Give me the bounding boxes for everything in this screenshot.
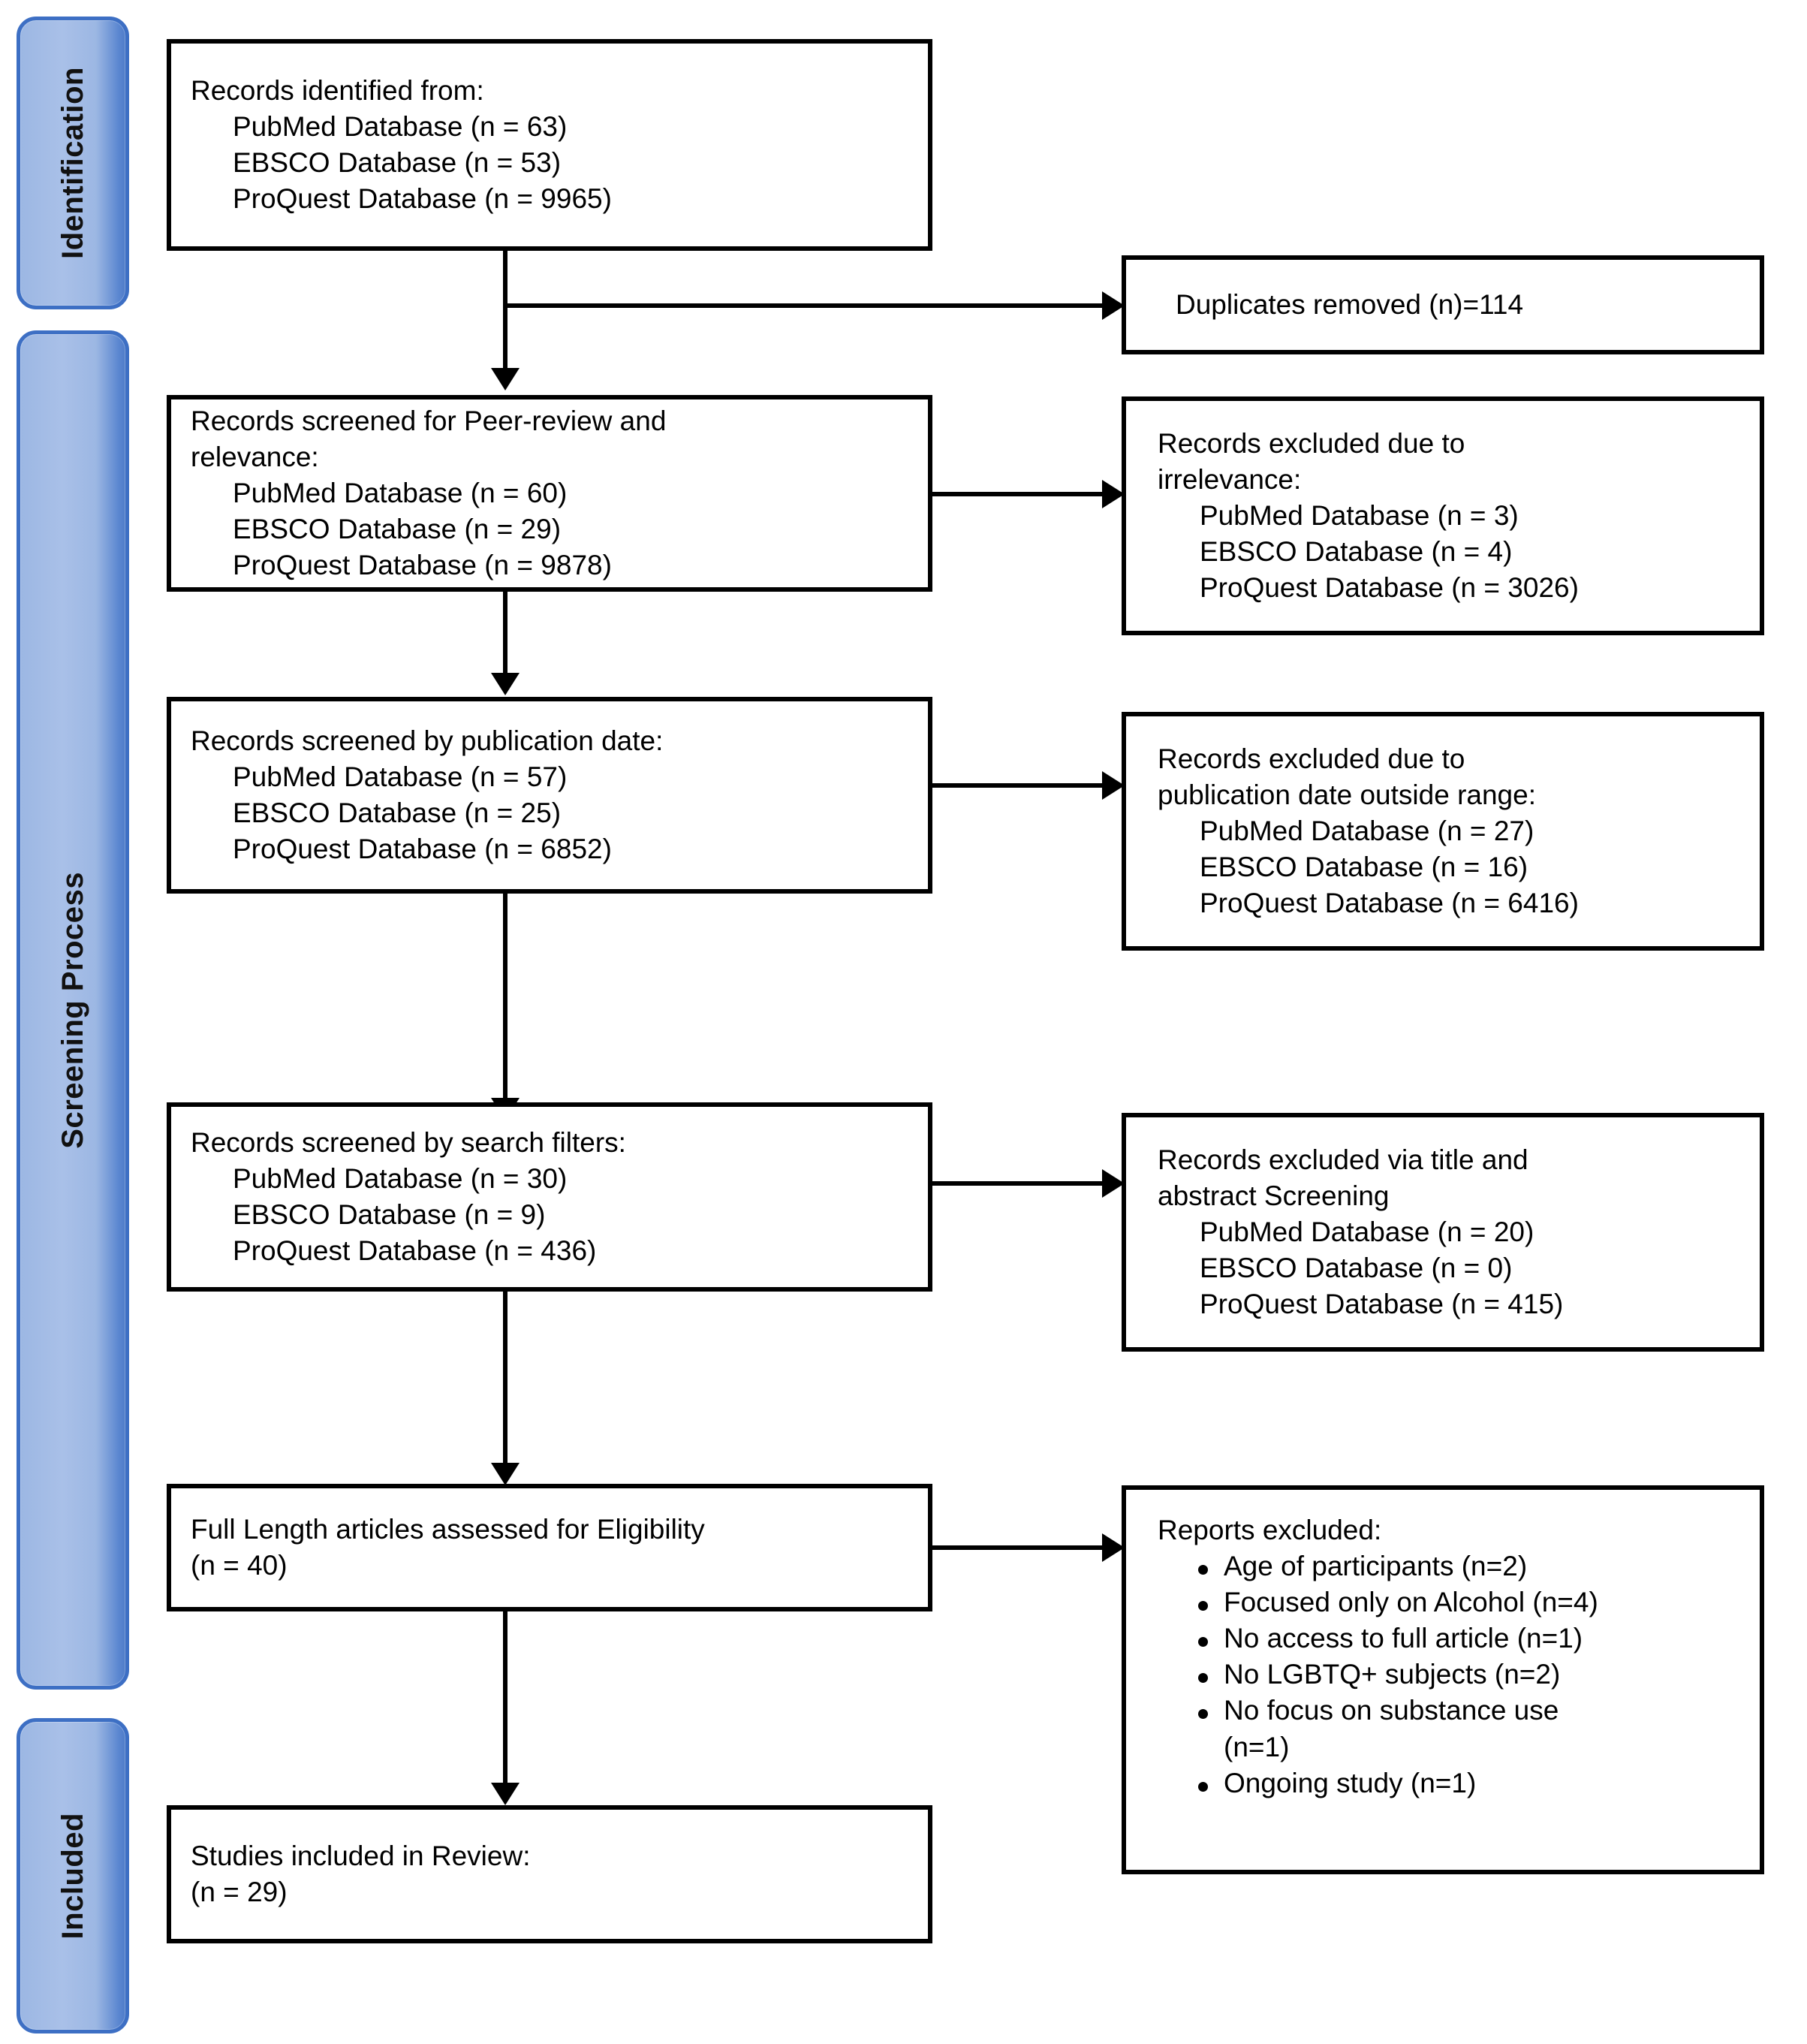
list-item: Focused only on Alcohol (n=4) (1194, 1584, 1740, 1620)
box-excluded-title-abstract: Records excluded via title and abstract … (1122, 1113, 1764, 1352)
connector-eligibility-to-reports-line (932, 1545, 1102, 1550)
box-excluded-title-abstract-line-2: ProQuest Database (n = 415) (1200, 1289, 1564, 1320)
box-excluded-publication-date: Records excluded due to publication date… (1122, 712, 1764, 951)
box-excluded-publication-date-title: Records excluded due to publication date… (1158, 743, 1536, 810)
connector-eligibility-to-included-vertical (503, 1611, 507, 1786)
box-screened-peer-review-line-1: EBSCO Database (n = 29) (233, 514, 562, 545)
connector-peer-to-irrelevance-arrow (1102, 480, 1125, 508)
connector-identified-to-screened-arrow (491, 368, 520, 390)
box-screened-search-filters-line-1: EBSCO Database (n = 9) (233, 1199, 546, 1230)
list-item: No LGBTQ+ subjects (n=2) (1194, 1657, 1740, 1693)
connector-peer-to-pubdate-arrow (491, 673, 520, 695)
list-item: No access to full article (n=1) (1194, 1620, 1740, 1657)
box-excluded-irrelevance-line-0: PubMed Database (n = 3) (1200, 499, 1519, 531)
box-excluded-title-abstract-line-1: EBSCO Database (n = 0) (1200, 1253, 1513, 1284)
box-reports-excluded: Reports excluded: Age of participants (n… (1122, 1485, 1764, 1874)
connector-pubdate-to-filters-vertical (503, 894, 507, 1101)
box-excluded-title-abstract-line-0: PubMed Database (n = 20) (1200, 1216, 1534, 1247)
box-screened-search-filters-title: Records screened by search filters: (191, 1126, 626, 1158)
list-item: Age of participants (n=2) (1194, 1548, 1740, 1584)
stage-label-included: Included (56, 1812, 89, 1940)
box-full-length-articles-title: Full Length articles assessed for Eligib… (191, 1513, 705, 1581)
box-excluded-publication-date-line-2: ProQuest Database (n = 6416) (1200, 888, 1579, 919)
connector-filters-to-eligibility-arrow (491, 1463, 520, 1485)
connector-pubdate-to-excluded-line (932, 783, 1102, 788)
connector-eligibility-to-included-arrow (491, 1783, 520, 1805)
box-screened-publication-date-title: Records screened by publication date: (191, 725, 664, 756)
connector-identified-to-duplicates-horizontal (503, 303, 1102, 308)
box-records-identified-title: Records identified from: (191, 74, 484, 106)
box-excluded-publication-date-line-0: PubMed Database (n = 27) (1200, 815, 1534, 846)
box-excluded-publication-date-line-1: EBSCO Database (n = 16) (1200, 852, 1528, 883)
box-screened-peer-review-line-2: ProQuest Database (n = 9878) (233, 550, 612, 581)
box-screened-publication-date-line-0: PubMed Database (n = 57) (233, 761, 568, 792)
box-excluded-irrelevance-line-1: EBSCO Database (n = 4) (1200, 536, 1513, 568)
stage-bar-screening: Screening Process (17, 330, 129, 1690)
box-excluded-irrelevance-title: Records excluded due to irrelevance: (1158, 427, 1465, 495)
box-records-identified-line-1: EBSCO Database (n = 53) (233, 147, 562, 178)
box-screened-peer-review-line-0: PubMed Database (n = 60) (233, 477, 568, 508)
box-excluded-title-abstract-title: Records excluded via title and abstract … (1158, 1144, 1528, 1211)
stage-bar-included: Included (17, 1718, 129, 2033)
box-screened-peer-review: Records screened for Peer-review and rel… (167, 395, 932, 592)
list-item: Ongoing study (n=1) (1194, 1765, 1740, 1801)
box-duplicates-removed-title: Duplicates removed (n)=114 (1176, 288, 1524, 320)
box-screened-peer-review-title: Records screened for Peer-review and rel… (191, 405, 667, 472)
box-studies-included-title: Studies included in Review: (n = 29) (191, 1840, 531, 1907)
box-records-identified: Records identified from: PubMed Database… (167, 39, 932, 251)
list-item: No focus on substance use (n=1) (1194, 1693, 1740, 1765)
box-screened-search-filters-line-2: ProQuest Database (n = 436) (233, 1235, 597, 1267)
box-screened-publication-date-line-2: ProQuest Database (n = 6852) (233, 834, 612, 865)
box-screened-search-filters-line-0: PubMed Database (n = 30) (233, 1162, 568, 1194)
box-duplicates-removed: Duplicates removed (n)=114 (1122, 255, 1764, 354)
connector-filters-to-eligibility-vertical (503, 1292, 507, 1466)
box-studies-included: Studies included in Review: (n = 29) (167, 1805, 932, 1943)
connector-identified-to-duplicates-arrow (1102, 291, 1125, 320)
stage-label-screening: Screening Process (56, 871, 89, 1149)
connector-eligibility-to-reports-arrow (1102, 1533, 1125, 1562)
connector-identified-to-screened-vertical (503, 251, 507, 371)
connector-pubdate-to-excluded-arrow (1102, 771, 1125, 800)
connector-peer-to-irrelevance-line (932, 492, 1102, 496)
box-screened-publication-date: Records screened by publication date: Pu… (167, 697, 932, 894)
connector-peer-to-pubdate-vertical (503, 592, 507, 676)
box-excluded-irrelevance: Records excluded due to irrelevance: Pub… (1122, 396, 1764, 635)
stage-bar-identification: Identification (17, 17, 129, 309)
connector-filters-to-titleabstract-arrow (1102, 1169, 1125, 1198)
box-records-identified-line-0: PubMed Database (n = 63) (233, 110, 568, 142)
box-reports-excluded-title: Reports excluded: (1158, 1515, 1382, 1545)
connector-filters-to-titleabstract-line (932, 1181, 1102, 1186)
reports-excluded-list: Age of participants (n=2) Focused only o… (1146, 1548, 1740, 1801)
box-records-identified-line-2: ProQuest Database (n = 9965) (233, 183, 612, 215)
stage-label-identification: Identification (56, 67, 89, 259)
box-screened-publication-date-line-1: EBSCO Database (n = 25) (233, 797, 562, 828)
box-full-length-articles: Full Length articles assessed for Eligib… (167, 1484, 932, 1611)
box-screened-search-filters: Records screened by search filters: PubM… (167, 1102, 932, 1292)
box-excluded-irrelevance-line-2: ProQuest Database (n = 3026) (1200, 572, 1579, 604)
